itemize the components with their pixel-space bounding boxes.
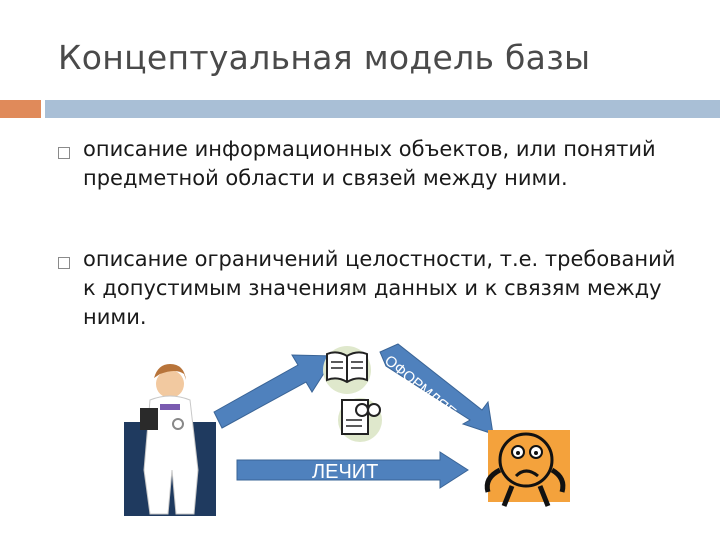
patient-icon — [484, 430, 570, 507]
bullet-text: описание ограничений целостности, т.е. т… — [83, 247, 676, 329]
arrow-label-treats: ЛЕЧИТ — [312, 461, 379, 483]
title-rule-accent — [0, 100, 41, 118]
bullet-square-icon — [58, 147, 70, 159]
arrow-doctor-to-book — [213, 354, 336, 429]
arrow-label-diagonal-tail: Т — [424, 394, 434, 411]
slide-title: Концептуальная модель базы — [58, 38, 591, 77]
arrow-treats — [236, 451, 469, 489]
bullet-square-icon — [58, 257, 70, 269]
title-rule-bar — [45, 100, 720, 118]
doctor-icon — [124, 364, 216, 516]
book-icon — [323, 346, 371, 394]
bullet-text: описание информационных объектов, или по… — [83, 137, 656, 190]
case-file-icon — [338, 398, 382, 442]
